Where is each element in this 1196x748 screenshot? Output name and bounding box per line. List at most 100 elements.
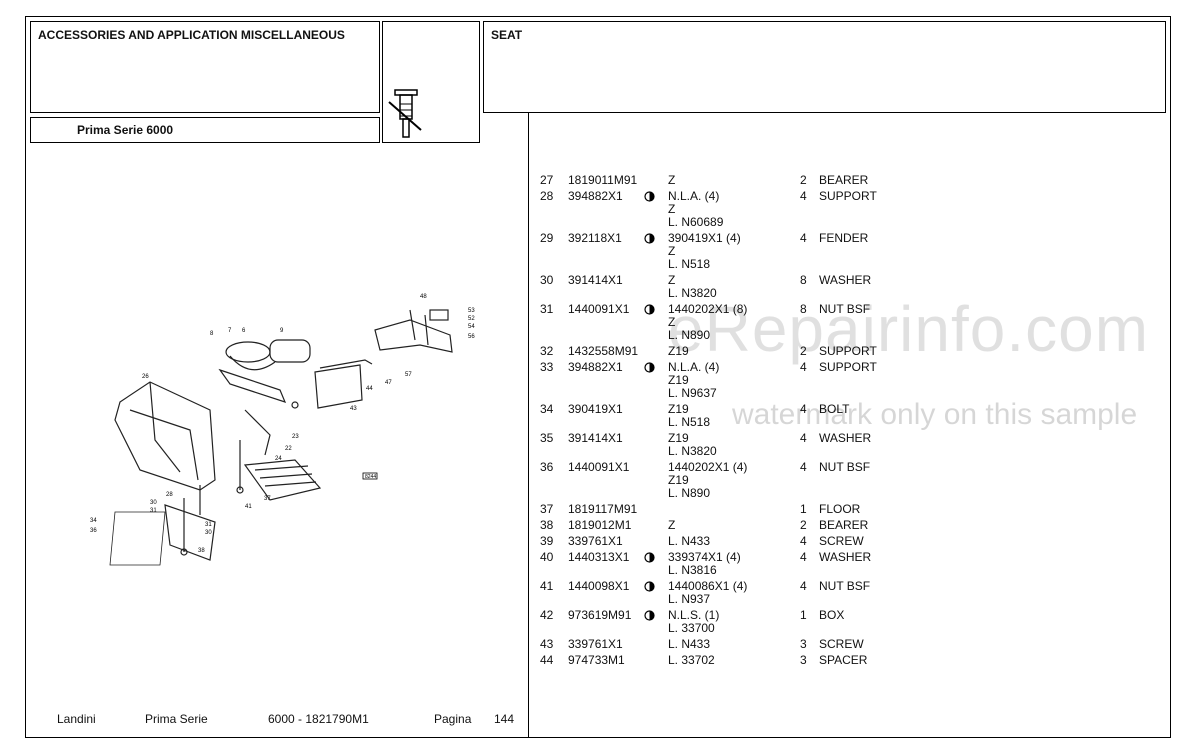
quantity: 3 [800,653,807,667]
item-number: 33 [540,360,554,374]
quantity: 2 [800,173,807,187]
part-description: L. N60689 [668,215,724,229]
svg-text:41: 41 [245,504,252,510]
part-description: L. N518 [668,415,711,429]
part-number: 339761X1 [568,534,623,548]
quantity: 4 [800,534,807,548]
svg-text:54: 54 [468,324,475,330]
part-number: 1440313X1 [568,550,630,564]
seat-icon [388,89,422,138]
part-description: Z19 [668,344,689,358]
svg-text:23: 23 [292,434,299,440]
item-number: 27 [540,173,554,187]
interchange-icon [644,581,655,592]
footer-page-label: Pagina [434,712,472,726]
svg-text:34: 34 [90,518,97,524]
svg-text:52: 52 [468,316,475,322]
part-description: L. N3816 [668,563,717,577]
part-description: Z19 [668,473,689,487]
part-name: SUPPORT [819,360,877,374]
part-description: 1440086X1 (4) [668,579,748,593]
column-divider [528,112,529,738]
svg-text:37: 37 [264,496,271,502]
part-name: BOX [819,608,845,622]
item-number: 39 [540,534,554,548]
watermark-note: watermark only on this sample [732,398,1138,431]
part-number: 1440091X1 [568,460,630,474]
diagram-ref-label: 8244 [365,474,376,480]
item-number: 31 [540,302,554,316]
part-description: L. 33700 [668,621,715,635]
svg-text:30: 30 [205,530,212,536]
quantity: 8 [800,302,807,316]
part-number: 974733M1 [568,653,625,667]
part-number: 1440091X1 [568,302,630,316]
svg-text:28: 28 [166,492,173,498]
svg-text:36: 36 [90,528,97,534]
part-name: WASHER [819,273,872,287]
part-name: NUT BSF [819,579,871,593]
part-name: NUT BSF [819,302,871,316]
part-name: WASHER [819,431,872,445]
part-name: BOLT [819,402,850,416]
item-number: 40 [540,550,554,564]
part-description: 390419X1 (4) [668,231,741,245]
part-description: N.L.A. (4) [668,360,720,374]
quantity: 4 [800,579,807,593]
page-frame [25,16,1171,738]
part-number: 391414X1 [568,431,623,445]
svg-text:24: 24 [275,456,282,462]
item-number: 44 [540,653,554,667]
part-number: 394882X1 [568,360,623,374]
part-description: Z [668,173,676,187]
svg-text:47: 47 [385,380,392,386]
item-number: 28 [540,189,554,203]
svg-text:57: 57 [405,372,412,378]
quantity: 2 [800,344,807,358]
item-number: 32 [540,344,554,358]
part-description: L. N433 [668,534,711,548]
svg-text:44: 44 [366,386,373,392]
part-description: L. 33702 [668,653,715,667]
part-name: NUT BSF [819,460,871,474]
part-name: BEARER [819,173,869,187]
quantity: 4 [800,402,807,416]
part-number: 1819011M91 [568,173,638,187]
part-number: 391414X1 [568,273,623,287]
quantity: 4 [800,460,807,474]
interchange-icon [644,610,655,621]
part-name: SCREW [819,637,864,651]
part-number: 339761X1 [568,637,623,651]
part-description: 1440202X1 (8) [668,302,748,316]
part-description: Z [668,518,676,532]
svg-text:31: 31 [205,522,212,528]
footer-page-number: 144 [494,712,515,726]
svg-text:7: 7 [228,328,232,334]
part-description: L. N518 [668,257,711,271]
part-description: L. N3820 [668,444,717,458]
svg-text:53: 53 [468,308,475,314]
quantity: 4 [800,360,807,374]
part-name: SUPPORT [819,344,877,358]
series-label: Prima Serie 6000 [77,123,174,137]
part-name: WASHER [819,550,872,564]
quantity: 4 [800,550,807,564]
quantity: 8 [800,273,807,287]
quantity: 2 [800,518,807,532]
part-name: FLOOR [819,502,861,516]
interchange-icon [644,362,655,373]
quantity: 4 [800,231,807,245]
part-description: L. N9637 [668,386,717,400]
quantity: 3 [800,637,807,651]
part-description: L. N3820 [668,286,717,300]
part-description: L. N890 [668,328,711,342]
part-description: L. N433 [668,637,711,651]
part-name: SUPPORT [819,189,877,203]
part-description: L. N890 [668,486,711,500]
part-description: Z19 [668,402,689,416]
quantity: 1 [800,608,807,622]
footer-brand: Landini [57,712,96,726]
part-description: L. N937 [668,592,711,606]
item-number: 34 [540,402,554,416]
part-number: 1440098X1 [568,579,630,593]
